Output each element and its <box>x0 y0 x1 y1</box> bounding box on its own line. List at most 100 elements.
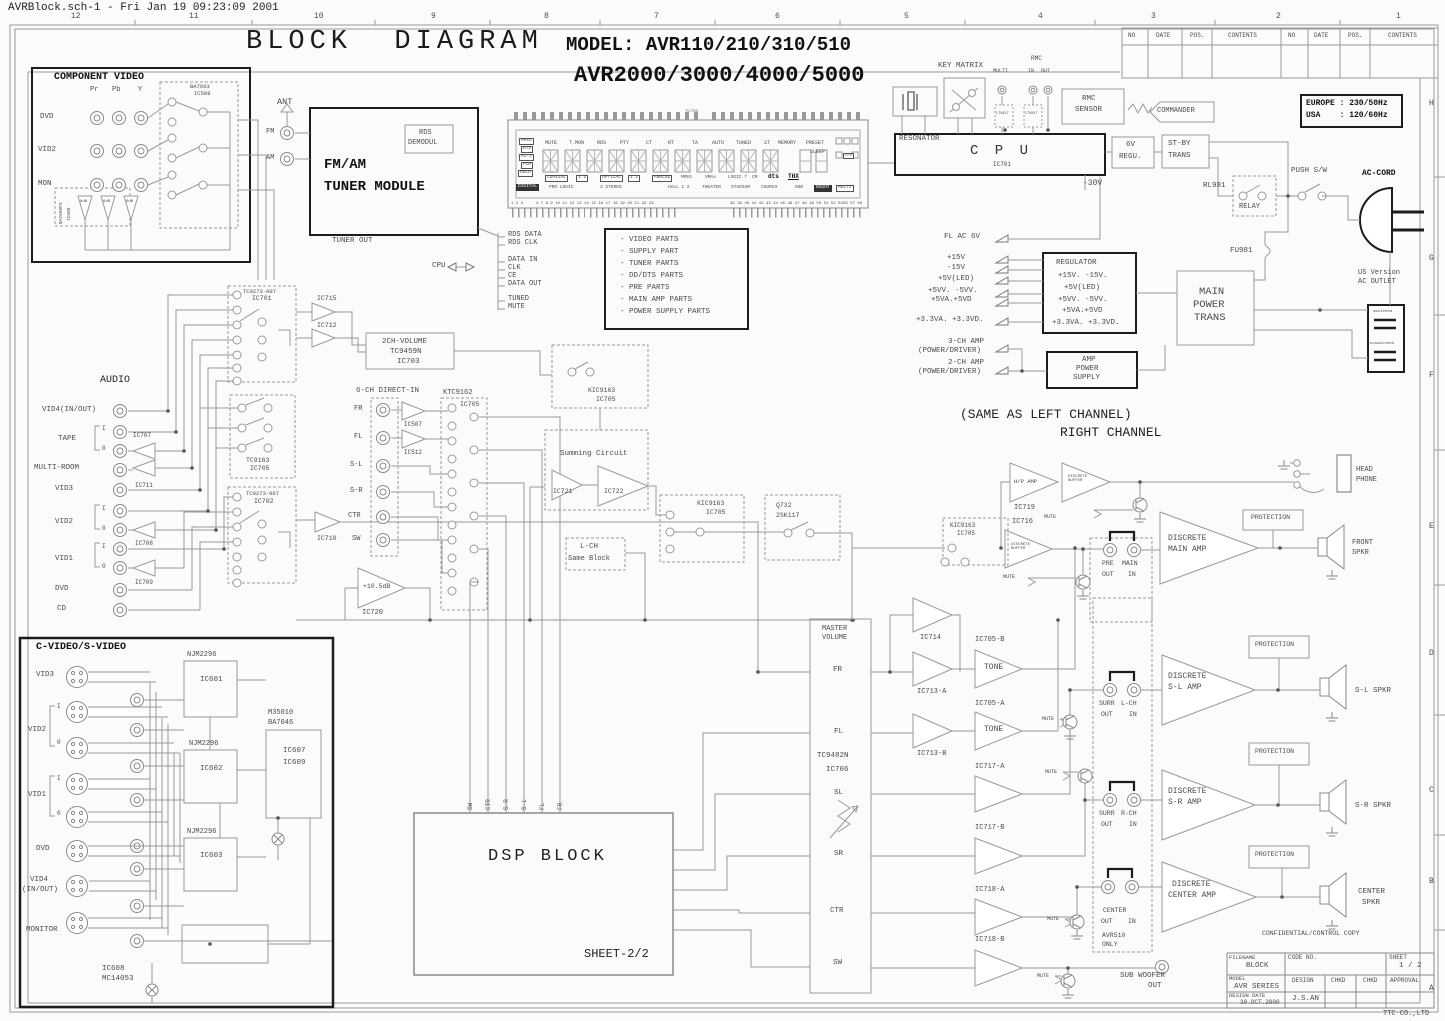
front-spkr-2: SPKR <box>1352 549 1369 557</box>
zone-col-3: 3 <box>1151 12 1156 21</box>
fl-opt-12: 1 2 <box>628 175 641 182</box>
v-33: +3.3VA. +3.3VD. <box>916 316 984 324</box>
dsp-sheet: SHEET-2/2 <box>584 947 649 961</box>
fl-mpeg2: MPEG <box>681 175 692 180</box>
mv-ctr: CTR <box>830 907 844 915</box>
surr-l-2: L-CH <box>1121 700 1137 707</box>
fl-memory: MEMORY <box>778 140 797 146</box>
tb-chkd2: CHKD <box>1363 977 1378 984</box>
fl-pins1: 1 2 3 <box>511 202 524 206</box>
zone-col-12: 12 <box>71 12 81 21</box>
zone-row-b: B <box>1429 877 1434 886</box>
kic-rc-ref: IC705 <box>957 530 976 537</box>
mute-front: MUTE <box>1003 574 1016 580</box>
tb-designer: J.S.AN <box>1292 995 1320 1003</box>
cv-mon: MON <box>38 180 52 188</box>
zone-col-5: 5 <box>904 12 909 21</box>
amp-ps-1: AMP <box>1082 356 1096 364</box>
gain-6db-2: 6dB <box>103 200 111 204</box>
zone-row-d: D <box>1429 649 1434 658</box>
amp3ch: 3-CH AMP <box>948 338 985 346</box>
rmc-sensor-2: SENSOR <box>1075 106 1103 114</box>
zone-col-6: 6 <box>775 12 780 21</box>
title-block <box>1226 952 1435 1009</box>
main-amp-2: MAIN AMP <box>1168 545 1207 554</box>
tuner-out-label: TUNER OUT <box>332 237 373 245</box>
label-pr: Pr <box>90 86 99 94</box>
confidential: CONFIDENTIAL/CONTROL COPY <box>1262 930 1360 937</box>
reg-l5: +3.3VA. +3.3VD. <box>1052 319 1120 327</box>
badge-hdcd: HDCD <box>518 170 533 177</box>
mains-usa: USA : 120/60Hz <box>1306 111 1388 120</box>
ic721: IC721 <box>553 488 573 495</box>
main-amp-1: DISCRETE <box>1168 534 1207 543</box>
center-spkr-2: SPKR <box>1362 899 1381 907</box>
minus30v: -30V <box>1083 179 1103 188</box>
zone-row-e: E <box>1429 522 1434 531</box>
ltv817-1: LTV817 <box>996 112 1009 116</box>
fl-pins2: 4 7 8 9 10 11 12 13 14 15 16 17 18 19 20… <box>536 202 654 206</box>
kic-top-ref: IC705 <box>596 396 616 403</box>
sv-vid2-i: I <box>57 703 61 710</box>
main-trans-1: MAIN <box>1199 286 1225 298</box>
stby-1: ST-BY <box>1168 140 1191 148</box>
ic509-ref: IC509 <box>67 207 72 221</box>
ic717b: IC717-B <box>975 824 1005 832</box>
fl-night: NIGHT <box>814 185 832 192</box>
ba7046: BA7046 <box>268 719 294 727</box>
avr510-1: AVR510 <box>1102 932 1126 939</box>
lch-2: Same Block <box>568 555 611 563</box>
sig-cpu: CPU <box>432 262 446 270</box>
fl-sleep: SLEEP <box>810 149 826 155</box>
dsp-pin-sr: S-R <box>503 799 510 810</box>
fl-thx: THX <box>788 173 799 180</box>
cv-vid2: VID2 <box>38 146 57 154</box>
mv-sw: SW <box>833 959 843 967</box>
tb-sheet: SHEET <box>1389 954 1408 961</box>
sixch-fr: FR <box>354 405 363 413</box>
fl-multi: MULTI <box>836 185 854 192</box>
amp-ps-2: POWER <box>1076 365 1099 373</box>
sv-vid1-o: 0 <box>57 810 61 817</box>
sixch-ctr: CTR <box>348 512 361 520</box>
fu981-label: FU981 <box>1230 247 1253 255</box>
parts-legend-box <box>604 228 749 330</box>
rev-contents-2: CONTENTS <box>1388 32 1417 39</box>
sr-amp-2: S-R AMP <box>1168 798 1202 807</box>
zone-row-a: A <box>1429 984 1434 993</box>
master-volume-graphics <box>809 546 1155 999</box>
sig-rds-data: RDS DATA <box>508 231 542 239</box>
surr-l-out: OUT <box>1101 711 1113 718</box>
ic508-ref: IC508 <box>194 90 211 97</box>
zone-col-9: 9 <box>431 12 436 21</box>
cvideo-graphics <box>18 636 335 1009</box>
sig-mute: MUTE <box>508 303 525 311</box>
reg-l3: +5VV. -5VV. <box>1058 296 1108 304</box>
fl-pty: PTY <box>620 140 630 146</box>
ic719: IC719 <box>1014 504 1036 512</box>
reg-title: REGULATOR <box>1056 259 1097 267</box>
cpu-label: C P U <box>970 143 1033 159</box>
reg-l2: +5V(LED) <box>1064 284 1101 292</box>
vid2-o: 0 <box>102 525 106 532</box>
fl-st: ST <box>764 140 771 146</box>
tb-sheet-v: 1 / 2 <box>1399 962 1422 970</box>
jack-vid4: VID4(IN/OUT) <box>42 406 97 414</box>
mv-sr: SR <box>834 850 844 858</box>
ic607: IC607 <box>283 747 306 755</box>
tb-filename-v: BLOCK <box>1246 962 1269 970</box>
tb-design: DESIGN <box>1292 977 1314 984</box>
sl-spkr: S-L SPKR <box>1355 687 1392 695</box>
six-channel-graphics <box>296 397 855 813</box>
ic714: IC714 <box>920 634 942 642</box>
dsp-title: DSP BLOCK <box>488 847 607 866</box>
kic-mid-ref: IC705 <box>706 509 726 516</box>
ic508-part: BA7603 <box>190 83 210 90</box>
center-in: IN <box>1128 918 1136 925</box>
main-trans-3: TRANS <box>1194 312 1226 324</box>
sv-vid4-1: VID4 <box>30 876 49 884</box>
ic702-part: TC9273-007 <box>246 490 280 497</box>
fl-cm: CM <box>752 175 758 180</box>
rmc-sensor-1: RMC <box>1082 95 1096 103</box>
